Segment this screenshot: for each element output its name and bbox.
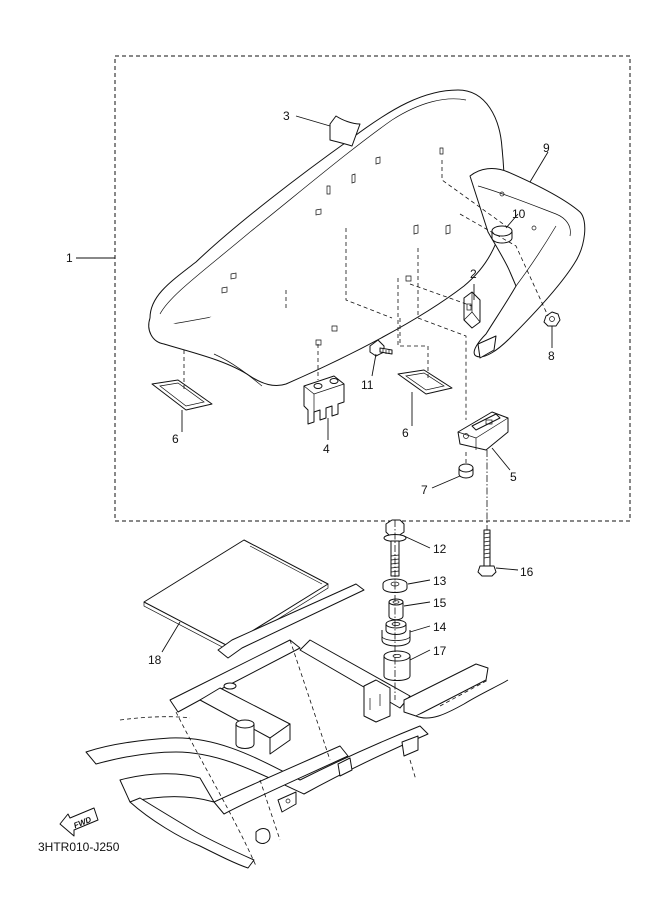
callout-4: 4	[323, 442, 330, 456]
part-5-seat-lock	[457, 411, 509, 451]
part-15-collar	[388, 598, 404, 621]
part-12-bolt	[383, 519, 407, 577]
part-6-pad-right	[397, 369, 453, 395]
callout-8: 8	[548, 349, 555, 363]
callout-13: 13	[433, 574, 447, 588]
part-17-spacer	[383, 650, 411, 681]
part-7-grommet	[458, 463, 474, 479]
callout-numbers: 1 2 3 4 5 6 6 7 8 9 10 11 12 13 14 15 16…	[66, 109, 555, 667]
assembly-guides	[183, 160, 549, 700]
callout-1: 1	[66, 251, 73, 265]
callout-6-right: 6	[402, 426, 409, 440]
part-6-pad-left	[151, 379, 213, 411]
part-14-damper	[381, 619, 411, 647]
part-11-bolt	[369, 339, 393, 357]
callout-2: 2	[470, 267, 477, 281]
callout-10: 10	[512, 207, 526, 221]
leader-lines	[76, 115, 553, 661]
callout-16: 16	[520, 565, 534, 579]
seat	[148, 89, 505, 387]
part-10-damper	[491, 225, 513, 244]
part-8-nut	[543, 311, 561, 327]
part-18-manual	[143, 539, 329, 651]
callout-5: 5	[510, 470, 517, 484]
callout-12: 12	[433, 542, 447, 556]
callout-6-left: 6	[172, 432, 179, 446]
frame	[85, 583, 509, 869]
tail-cover	[469, 168, 586, 359]
part-4-cushion-block	[303, 375, 345, 425]
part-16-bolt	[477, 529, 497, 577]
callout-14: 14	[433, 620, 447, 634]
fwd-arrow-icon: FWD	[59, 807, 99, 837]
part-2-bracket	[463, 291, 481, 329]
callout-9: 9	[543, 141, 550, 155]
callout-17: 17	[433, 644, 447, 658]
callout-11: 11	[361, 378, 374, 392]
callout-18: 18	[148, 653, 162, 667]
callout-7: 7	[421, 483, 428, 497]
callout-3: 3	[283, 109, 290, 123]
diagram-code: 3HTR010-J250	[38, 840, 120, 854]
callout-15: 15	[433, 596, 447, 610]
